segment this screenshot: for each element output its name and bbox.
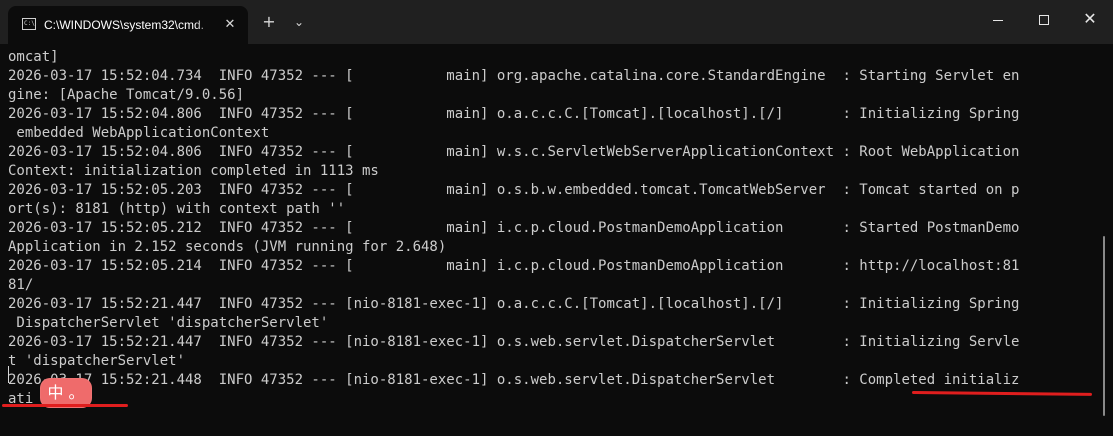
terminal-line: 2026-03-17 15:52:21.447 INFO 47352 --- [… [8,296,1020,312]
terminal-line: t 'dispatcherServlet' [8,353,186,369]
close-button[interactable]: ✕ [1067,0,1113,40]
close-icon: ✕ [224,17,236,32]
terminal-line: 2026-03-17 15:52:04.806 INFO 47352 --- [… [8,106,1020,122]
window-close-icon: ✕ [1083,9,1097,28]
ime-indicator[interactable]: 中 。 [40,378,92,408]
terminal-line: 2026-03-17 15:52:21.448 INFO 47352 --- [… [8,372,1020,388]
plus-icon: + [262,12,276,31]
terminal-output[interactable]: omcat] 2026-03-17 15:52:04.734 INFO 4735… [0,44,1101,436]
terminal-line: Application in 2.152 seconds (JVM runnin… [8,239,447,255]
terminal-line: Context: initialization completed in 111… [8,163,379,179]
tab-title-fade [194,14,216,36]
tab-title: C:\WINDOWS\system32\cmd. [44,18,205,32]
terminal-line: 2026-03-17 15:52:04.734 INFO 47352 --- [… [8,68,1020,84]
terminal-icon-text: C:\ [24,20,35,27]
terminal-line: 2026-03-17 15:52:04.806 INFO 47352 --- [… [8,144,1020,160]
terminal-line: 2026-03-17 15:52:05.203 INFO 47352 --- [… [8,182,1020,198]
chevron-down-icon: ⌄ [293,15,305,29]
vertical-scrollbar[interactable] [1103,236,1105,416]
minimize-button[interactable] [975,0,1021,40]
red-underline-annotation [2,404,128,407]
terminal-line: 2026-03-17 15:52:05.214 INFO 47352 --- [… [8,258,1020,274]
text-cursor [8,366,9,383]
minimize-icon [993,20,1003,21]
terminal-icon: C:\ [22,18,36,30]
terminal-line: gine: [Apache Tomcat/9.0.56] [8,87,245,103]
terminal-line: 2026-03-17 15:52:21.447 INFO 47352 --- [… [8,334,1020,350]
terminal-line: ort(s): 8181 (http) with context path '' [8,201,346,217]
terminal-line: embedded WebApplicationContext [8,125,270,141]
terminal-line: 2026-03-17 15:52:05.212 INFO 47352 --- [… [8,220,1020,236]
new-tab-button[interactable]: + [258,11,280,33]
tab-command-prompt[interactable]: C:\ C:\WINDOWS\system32\cmd. ✕ [8,6,248,44]
terminal-line: 81/ [8,277,34,293]
terminal-line: omcat] [8,49,59,65]
title-bar: C:\ C:\WINDOWS\system32\cmd. ✕ + ⌄ ✕ [0,0,1113,44]
tab-close-button[interactable]: ✕ [220,15,240,35]
terminal-line: DispatcherServlet 'dispatcherServlet' [8,315,329,331]
maximize-button[interactable] [1021,0,1067,40]
maximize-icon [1039,15,1049,25]
tab-dropdown-button[interactable]: ⌄ [288,11,310,33]
